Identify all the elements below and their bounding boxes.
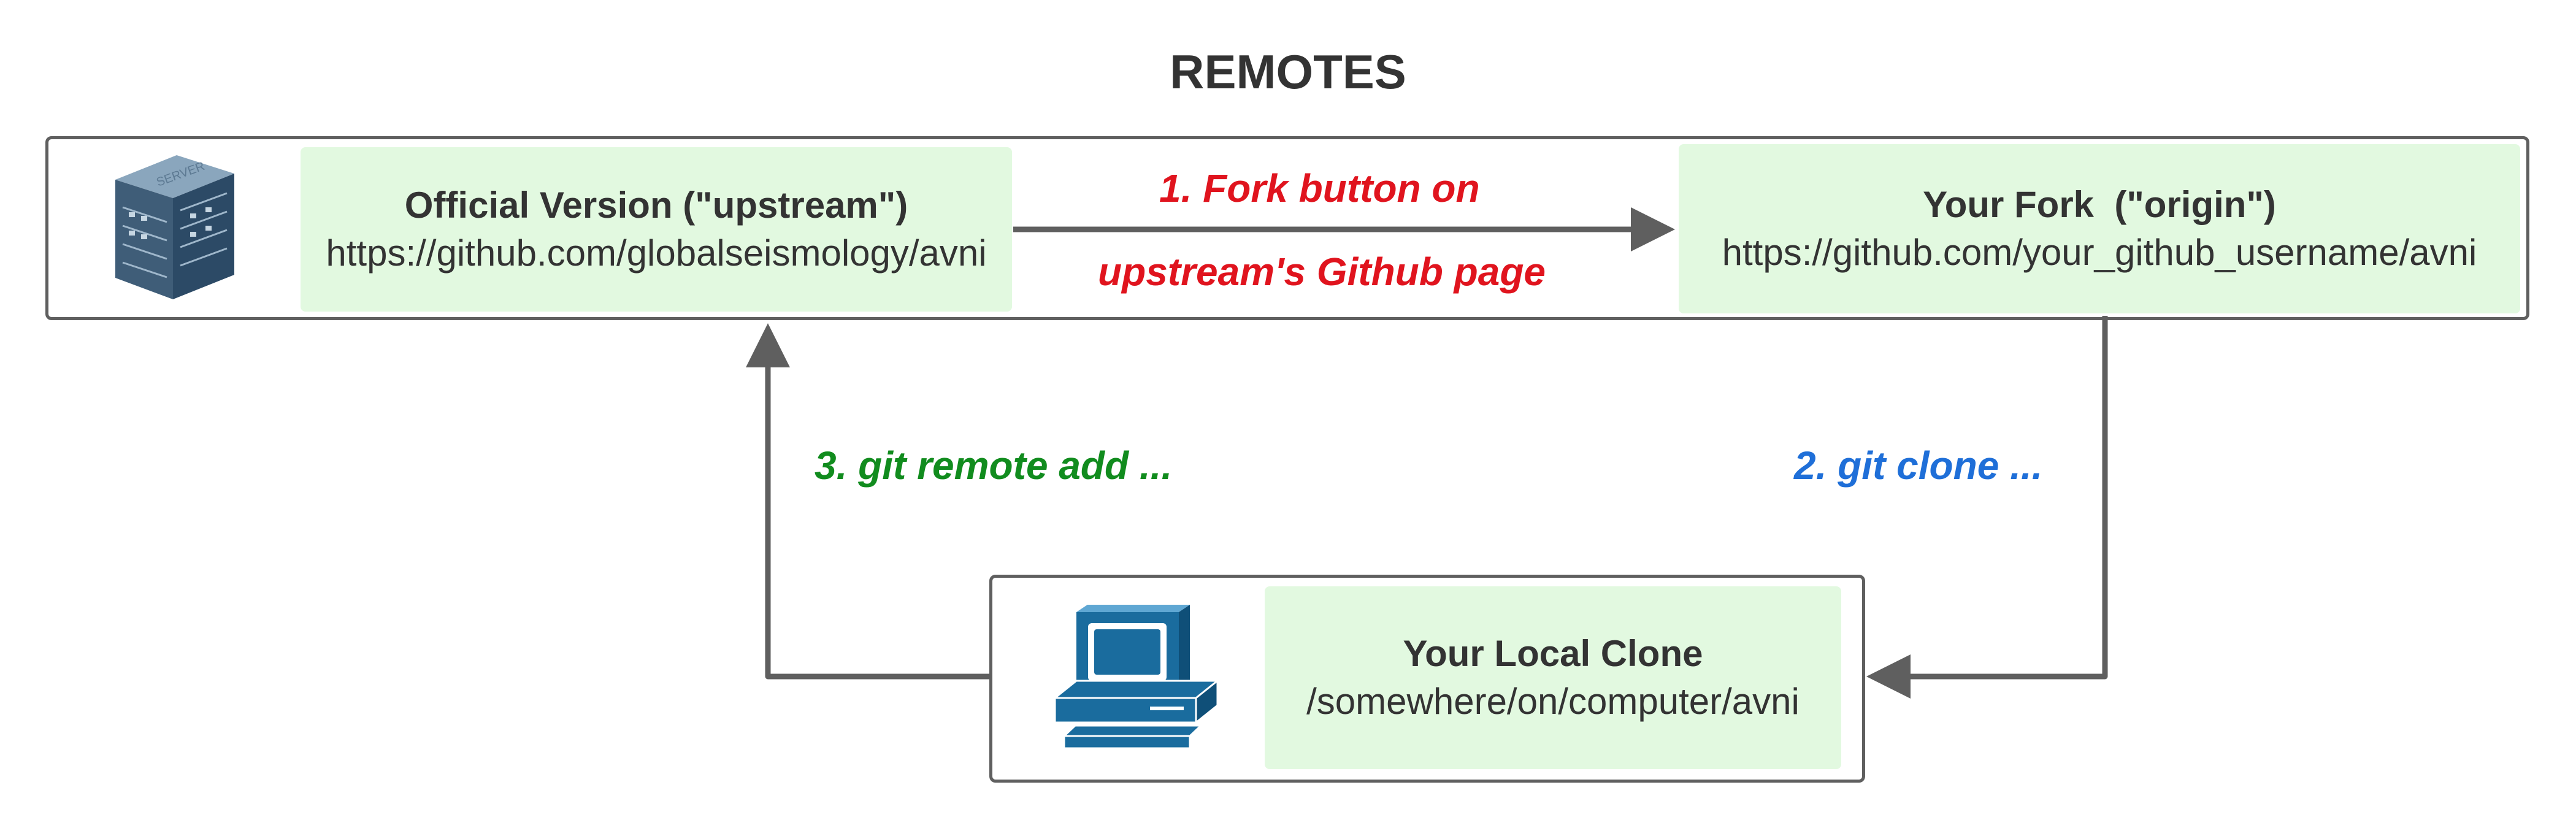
origin-title: Your Fork ("origin"): [1923, 184, 2276, 225]
clone-step-label: 2. git clone ...: [1794, 443, 2043, 488]
upstream-title: Official Version ("upstream"): [404, 185, 908, 226]
upstream-url: https://github.com/globalseismology/avni: [326, 232, 987, 274]
local-title: Your Local Clone: [1403, 633, 1703, 674]
remote-add-step-label: 3. git remote add ...: [815, 443, 1173, 488]
origin-url: https://github.com/your_github_username/…: [1722, 232, 2477, 273]
fork-step-label-line2: upstream's Github page: [1098, 250, 1546, 294]
upstream-box: Official Version ("upstream") https://gi…: [301, 147, 1012, 312]
clone-arrow: [1866, 316, 2108, 699]
local-box: Your Local Clone /somewhere/on/computer/…: [1265, 586, 1841, 769]
computer-icon: [1052, 605, 1221, 749]
origin-box: Your Fork ("origin") https://github.com/…: [1679, 144, 2520, 313]
fork-step-label-line1: 1. Fork button on: [1159, 166, 1480, 210]
remote-add-arrow: [746, 323, 989, 680]
server-icon: SERVER: [115, 155, 234, 299]
local-path: /somewhere/on/computer/avni: [1306, 681, 1800, 722]
diagram-title: REMOTES: [1170, 45, 1406, 99]
